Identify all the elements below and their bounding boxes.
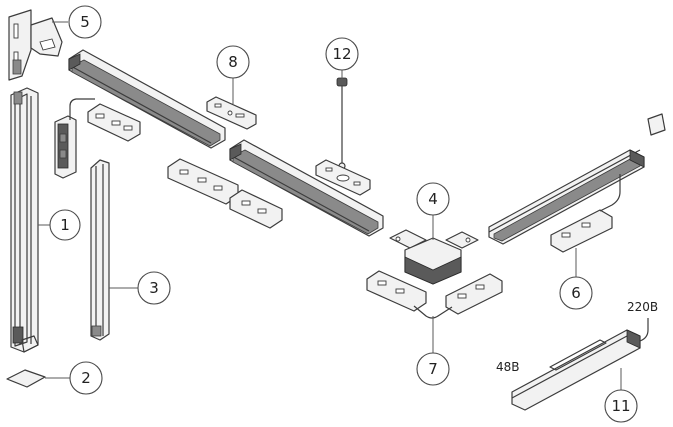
callout-1: 1 <box>49 209 81 241</box>
part-end-cap-plate <box>6 369 46 388</box>
callout-12-label: 12 <box>332 45 351 63</box>
callout-5: 5 <box>68 5 102 39</box>
part-slim-vertical-profile <box>90 159 110 341</box>
part-connector-module-right <box>550 174 621 253</box>
callout-7: 7 <box>416 352 450 386</box>
callout-8-label: 8 <box>228 53 238 71</box>
callout-4-label: 4 <box>428 190 438 208</box>
part-suspension-kit <box>315 77 371 196</box>
callout-3-label: 3 <box>149 279 159 297</box>
part-connector-module-pair <box>167 158 283 229</box>
part-corner-connector <box>389 229 479 285</box>
callout-11: 11 <box>604 389 638 423</box>
part-vertical-connector-module <box>54 98 141 179</box>
callout-2: 2 <box>69 361 103 395</box>
part-long-diagonal-track-right <box>488 149 645 245</box>
callout-6-label: 6 <box>571 284 581 302</box>
callout-8: 8 <box>216 45 250 79</box>
callout-11-label: 11 <box>611 397 630 415</box>
part-vertical-track-rail <box>10 87 39 353</box>
voltage-label-220: 220B <box>627 300 658 314</box>
leader-lines <box>38 21 622 390</box>
callout-12: 12 <box>325 37 359 71</box>
part-angled-connector-pair <box>366 270 503 319</box>
callout-2-label: 2 <box>81 369 91 387</box>
callout-6: 6 <box>559 276 593 310</box>
part-long-diagonal-track-center <box>229 139 384 237</box>
part-corner-bracket <box>8 9 63 81</box>
callout-1-label: 1 <box>60 216 70 234</box>
callout-5-label: 5 <box>80 13 90 31</box>
callout-3: 3 <box>137 271 171 305</box>
part-mounting-plate <box>206 96 257 130</box>
voltage-label-48: 48B <box>496 360 520 374</box>
callout-7-label: 7 <box>428 360 438 378</box>
part-long-diagonal-track-upper <box>68 49 226 149</box>
callout-4: 4 <box>416 182 450 216</box>
part-end-cap-small <box>647 113 666 136</box>
part-linear-light-fixture <box>511 318 649 411</box>
